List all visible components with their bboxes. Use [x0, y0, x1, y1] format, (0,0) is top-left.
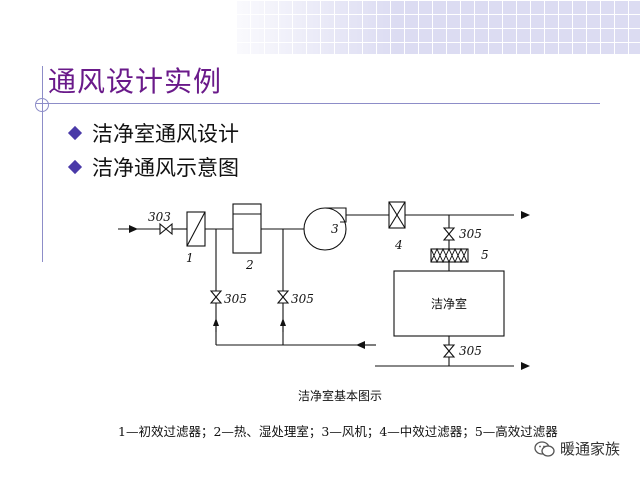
rule-knot-ornament: [35, 98, 49, 112]
heat-humidity-chamber: [232, 203, 262, 254]
valve-303: [159, 222, 173, 236]
title-underline-rule: [36, 103, 600, 104]
label-5: 5: [481, 248, 489, 262]
bullet-item: 洁净室通风设计: [67, 116, 239, 150]
exhaust-duct: [216, 336, 514, 367]
label-303: 303: [148, 210, 171, 224]
watermark-text: 暖通家族: [560, 440, 621, 458]
diagram-caption: 洁净室基本图示: [297, 389, 382, 403]
label-2: 2: [245, 258, 254, 272]
medium-filter: [388, 201, 406, 229]
label-305-top: 305: [459, 227, 482, 241]
outlet-arrow: [521, 211, 530, 219]
page-title: 通风设计实例: [48, 65, 223, 98]
inlet-arrow: [129, 225, 138, 233]
label-305-left: 305: [224, 292, 247, 306]
left-vertical-rule: [42, 66, 43, 262]
hepa-filter: [430, 247, 469, 264]
wechat-icon: [534, 440, 555, 457]
valve-305-bottom: [442, 344, 456, 358]
label-cleanroom: 洁净室: [431, 296, 467, 311]
diagram-legend: 1—初效过滤器；2—热、湿处理室；3—风机；4—中效过滤器；5—高效过滤器: [118, 424, 558, 439]
label-3: 3: [331, 222, 339, 236]
supply-duct: [118, 214, 514, 271]
label-305-bottom: 305: [459, 344, 482, 358]
bullet-text: 洁净室通风设计: [92, 122, 239, 146]
label-305-mid: 305: [291, 292, 314, 306]
primary-filter: [186, 211, 206, 247]
bullet-list: 洁净室通风设计 洁净通风示意图: [67, 116, 239, 184]
cleanroom-box: [393, 270, 505, 337]
fan: [303, 207, 347, 251]
return-arrow-left: [356, 341, 376, 349]
exhaust-arrow-right: [521, 362, 530, 370]
header-grid-fade: [236, 0, 640, 54]
bullet-item: 洁净通风示意图: [67, 150, 239, 184]
label-4: 4: [394, 238, 403, 252]
bullet-text: 洁净通风示意图: [92, 156, 239, 180]
bypass-line-left: [209, 229, 223, 345]
watermark: 暖通家族: [534, 438, 620, 459]
label-1: 1: [186, 251, 194, 265]
bypass-left-arrow: [213, 318, 219, 332]
valve-305-top: [442, 227, 456, 241]
bypass-line-mid: [276, 229, 290, 345]
